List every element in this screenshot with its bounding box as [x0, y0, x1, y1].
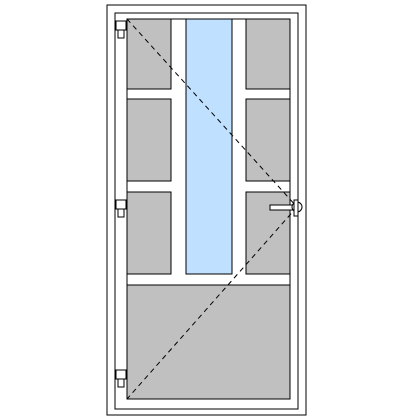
hinge-icon: [115, 369, 127, 388]
hinge-icon: [115, 20, 127, 39]
panel-right-top: [245, 18, 291, 90]
glass-panel: [185, 18, 233, 275]
panel-bottom: [126, 284, 291, 400]
panel-left-bottom: [126, 191, 172, 275]
panel-right-bottom: [245, 191, 291, 275]
panel-left-middle: [126, 98, 172, 182]
door-handle-icon: [269, 199, 303, 217]
hinge-icon: [115, 199, 127, 218]
opening-line-lower: [126, 206, 298, 400]
panel-right-middle: [245, 98, 291, 182]
panel-left-top: [126, 18, 172, 90]
opening-line-upper: [126, 18, 298, 208]
